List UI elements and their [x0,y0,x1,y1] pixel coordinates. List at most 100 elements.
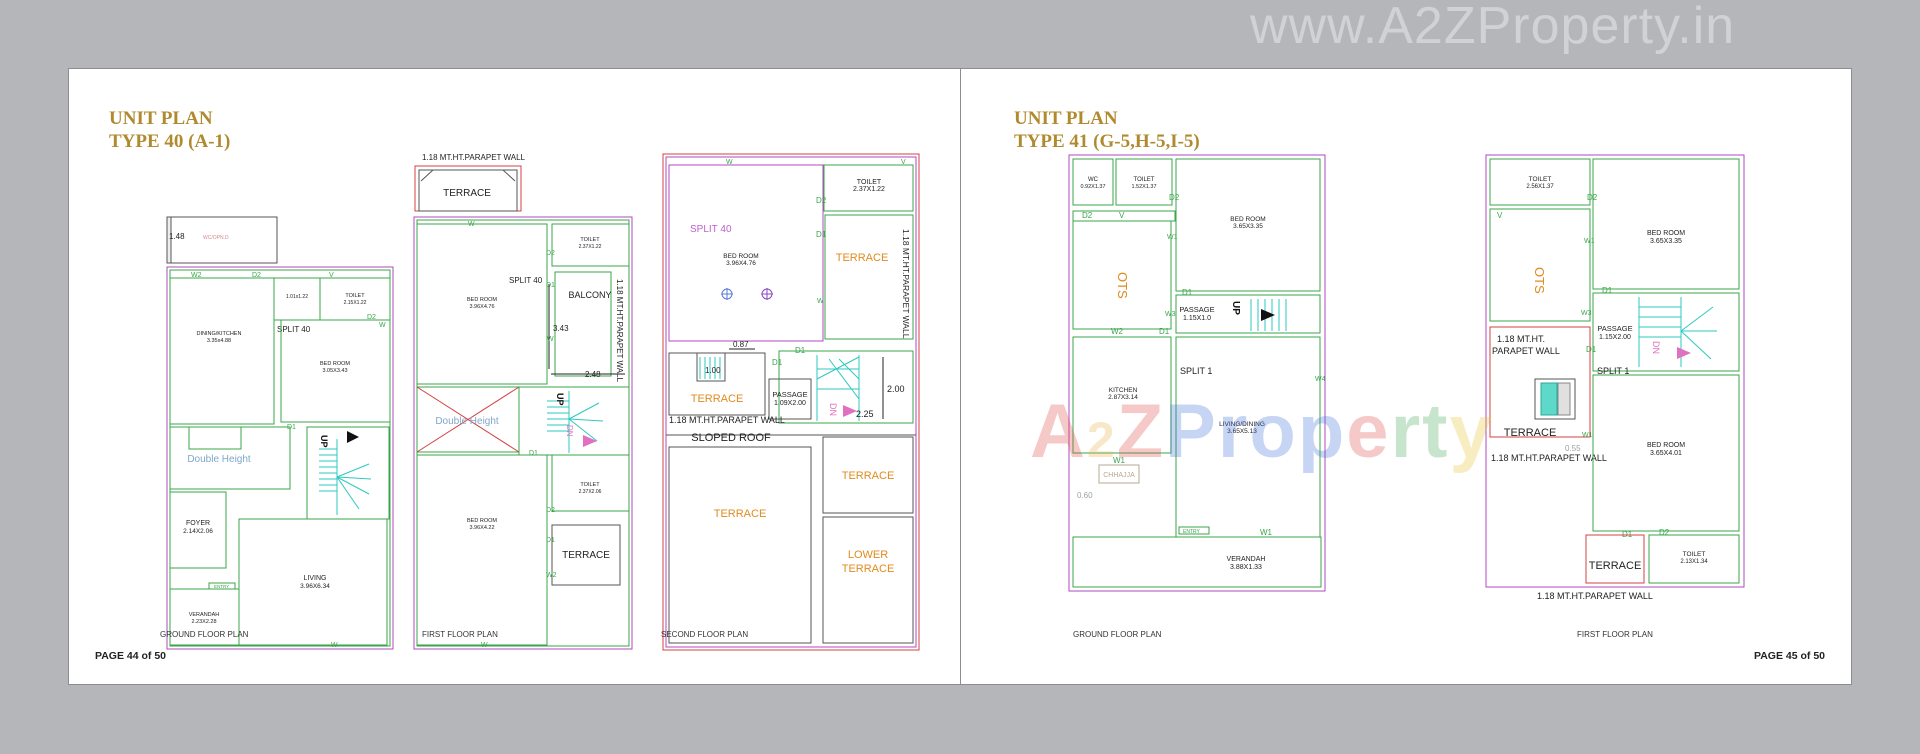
staircase [547,391,604,453]
room-name: TOILET [1529,176,1552,183]
door-label: D2 [1587,193,1598,202]
caption-second-floor: SECOND FLOOR PLAN [661,630,749,639]
first-floor-plan: TOILET 2.56X1.37 D2 V OTS BED ROOM 3.65X… [1485,154,1745,601]
room-dimension: 3.65X3.35 [1650,238,1682,245]
room-name: VERANDAH [189,612,220,618]
staircase [699,357,721,379]
parapet-note: 1.18 MT.HT.PARAPET WALL [669,415,785,425]
floor-plans-type-41: WC 0.92X1.37 TOILET 1.52X1.37 D2 D2 V BE… [1068,154,1745,601]
watermark-letter: r [1217,389,1250,474]
door-label: D1 [529,450,538,457]
staircase [1250,299,1287,331]
stair-dn-label: DN [828,403,838,416]
room-dimension: 3.65X5.13 [1227,428,1257,435]
split-label: SPLIT 1 [1597,366,1629,376]
door-label: D2 [1659,528,1670,537]
stair-dn-label: DN [1651,341,1661,354]
door-label: D2 [1082,211,1093,220]
door-label: D1 [1602,286,1613,295]
staircase [319,439,372,515]
room-dimension: 3.65X4.01 [1650,450,1682,457]
room-name: PASSAGE [772,390,807,399]
window-label: W4 [1315,376,1326,383]
door-label: D1 [1159,327,1170,336]
door-label: D2 [367,314,376,321]
faint-label: WC/OPN.D [203,235,229,241]
watermark-url: www.A2ZProperty.in [1250,0,1736,55]
lower-terrace-label: LOWER [848,549,888,561]
window-label: W2 [1111,327,1124,336]
room-name: TOILET [345,293,365,299]
room-dimension: 3.96X4.76 [469,304,494,310]
watermark-letter: 2 [1086,412,1117,468]
unit-plan-title: UNIT PLAN TYPE 40 (A-1) [109,107,230,153]
first-floor-plan: 1.18 MT.HT.PARAPET WALL TERRACE W BED RO… [413,153,633,650]
watermark-letter: Z [1116,389,1166,474]
window-label: W1 [1260,528,1273,537]
room-name: LIVING [304,575,327,582]
room-dimension: 1.09X2.00 [774,400,806,407]
split-label: SPLIT 40 [277,325,311,334]
window-label: W [331,642,338,649]
page-number: PAGE 45 of 50 [1754,650,1825,662]
parapet-note: 1.18 MT.HT. [1497,334,1545,344]
title-line-2: TYPE 40 (A-1) [109,131,231,152]
vent-label: V [329,272,334,279]
room-name: TOILET [1683,551,1706,558]
terrace-label: TERRACE [1504,427,1557,439]
room-dimension: 2.23X2.28 [191,619,216,625]
room-name: PASSAGE [1597,324,1632,333]
window-label: W2 [191,272,202,279]
room-dimension: 1.52X1.37 [1131,184,1156,190]
dim-label: 2.00 [887,384,905,394]
room-name: PASSAGE [1179,305,1214,314]
vent-label: V [1119,211,1125,220]
room-name: BED ROOM [320,361,350,367]
watermark-letter: p [1297,389,1347,474]
window-label: W [481,642,488,649]
window-label: W3 [1165,311,1176,318]
room-name: LIVING/DINING [1219,421,1265,428]
double-height-label: Double Height [435,416,499,427]
door-label: D1 [1182,288,1193,297]
room-dimension: 1.15X2.00 [1599,334,1631,341]
double-height-label: Double Height [187,454,251,465]
window-label: W1 [1167,234,1178,241]
room-dimension: 3.05X3.43 [322,368,347,374]
room-dimension: 2.13X1.34 [1680,559,1708,565]
door-label: D1 [546,537,555,544]
brand-watermark: A2Z Property [1030,388,1494,475]
stair-up-label: UP [1230,301,1241,315]
brochure-page-44: UNIT PLAN TYPE 40 (A-1) 1.48 WC/OPN.D W2… [68,68,961,685]
room-dimension: 3.96X6.34 [300,583,330,590]
brochure-page-45: UNIT PLAN TYPE 41 (G-5,H-5,I-5) WC 0.92X… [960,68,1852,685]
window-label: W [726,159,733,166]
room-dimension: 3.35x4.88 [207,338,231,344]
room-dimension: 2.56X1.37 [1526,184,1554,190]
title-line-1: UNIT PLAN [109,108,213,129]
window-label: W [547,336,554,343]
dim-label: 0.55 [1565,444,1581,453]
door-label: D2 [816,196,827,205]
staircase [816,355,860,421]
room-name: BED ROOM [1647,230,1685,237]
sloped-roof-label: SLOPED ROOF [691,432,771,444]
window-label: W [817,298,824,305]
door-label: D1 [546,282,555,289]
dim-label: 3.43 [553,324,569,333]
window-label: W1 [1584,238,1595,245]
door-label: D1 [772,358,783,367]
room-dimension: 2.37X2.06 [579,489,602,495]
room-name: BED ROOM [1647,442,1685,449]
window-label: W2 [546,572,557,579]
room-name: TOILET [857,179,882,186]
room-name: BED ROOM [723,253,758,260]
floor-plans-type-40: 1.48 WC/OPN.D W2 D2 V W DINING/KITCHEN 3… [166,153,920,651]
parapet-note-vertical: 1.18 MT.HT.PARAPET WALL [615,279,624,383]
watermark-letter: y [1449,389,1494,474]
ground-floor-plan: 1.48 WC/OPN.D W2 D2 V W DINING/KITCHEN 3… [166,216,394,650]
room-dimension: 1.15X1.0 [1183,315,1211,322]
vent-label: V [901,159,906,166]
terrace-label: TERRACE [1589,560,1642,572]
window-label: W3 [1581,310,1592,317]
